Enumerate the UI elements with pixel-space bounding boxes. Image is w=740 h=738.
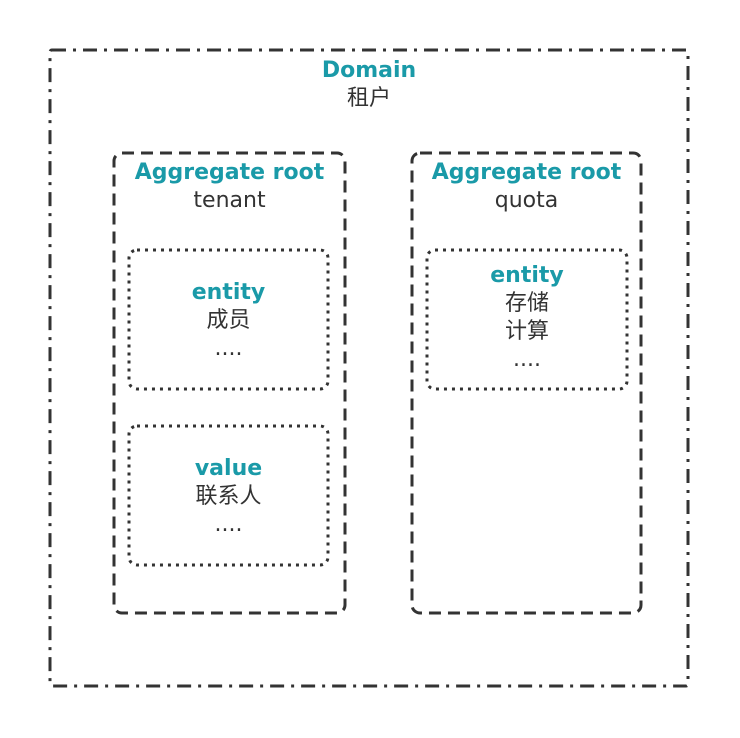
entity-item: 存储: [504, 291, 549, 316]
aggregate-keyword: Aggregate root: [134, 160, 325, 185]
entity-ellipsis: ....: [214, 336, 243, 361]
aggregate-quota-header: Aggregate root quota: [412, 159, 641, 215]
tenant-value-boundary: [127, 424, 330, 567]
aggregate-keyword: Aggregate root: [431, 160, 622, 185]
tenant-entity-boundary: [127, 248, 330, 391]
value-item: 联系人: [195, 484, 262, 509]
quota-entity-boundary: [425, 248, 629, 391]
aggregate-tenant-header: Aggregate root tenant: [114, 159, 345, 215]
domain-keyword: Domain: [321, 58, 417, 83]
domain-header: Domain 租户: [50, 57, 688, 113]
domain-name: 租户: [346, 86, 391, 111]
value-keyword: value: [194, 456, 263, 481]
entity-keyword: entity: [490, 263, 564, 288]
domain-boundary: [48, 48, 690, 688]
aggregate-quota-boundary: [410, 151, 643, 615]
entity-item: 计算: [504, 319, 549, 344]
quota-entity-box: entity 存储 计算 ....: [427, 262, 627, 374]
entity-item: 成员: [206, 308, 251, 333]
tenant-entity-box: entity 成员 ....: [129, 279, 328, 363]
entity-ellipsis: ....: [513, 347, 541, 372]
aggregate-name: tenant: [193, 188, 266, 213]
tenant-value-box: value 联系人 ....: [129, 455, 328, 539]
value-ellipsis: ....: [214, 512, 243, 537]
aggregate-name: quota: [494, 188, 559, 213]
entity-keyword: entity: [191, 280, 266, 305]
aggregate-tenant-boundary: [112, 151, 347, 615]
